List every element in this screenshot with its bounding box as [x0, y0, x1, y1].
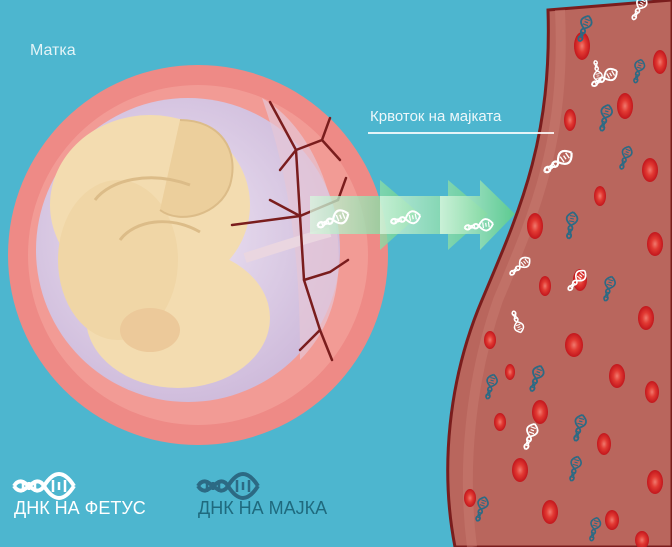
fetal-dna-icon: [14, 474, 74, 498]
legend-fetal-dna-label: ДНК НА ФЕТУС: [14, 498, 146, 519]
red-blood-cell: [532, 400, 548, 424]
red-blood-cell: [653, 50, 667, 74]
red-blood-cell: [539, 276, 551, 296]
maternal-dna-icon: [198, 474, 258, 498]
red-blood-cell: [645, 381, 659, 403]
red-blood-cell: [647, 232, 663, 256]
red-blood-cell: [565, 333, 583, 357]
red-blood-cell: [484, 331, 496, 349]
red-blood-cell: [542, 500, 558, 524]
bloodstream-label-underline: [368, 132, 554, 134]
red-blood-cell: [594, 186, 606, 206]
red-blood-cell: [638, 306, 654, 330]
red-blood-cell: [605, 510, 619, 530]
legend-maternal-dna-label: ДНК НА МАЈКА: [198, 498, 327, 519]
red-blood-cell: [617, 93, 633, 119]
red-blood-cell: [527, 213, 543, 239]
bloodstream-label: Крвоток на мајката: [370, 108, 501, 125]
red-blood-cell: [642, 158, 658, 182]
red-blood-cell: [609, 364, 625, 388]
red-blood-cell: [505, 364, 515, 380]
uterus-label: Матка: [30, 42, 76, 60]
red-blood-cell: [464, 489, 476, 507]
red-blood-cell: [512, 458, 528, 482]
red-blood-cell: [564, 109, 576, 131]
red-blood-cell: [597, 433, 611, 455]
red-blood-cell: [647, 470, 663, 494]
red-blood-cell: [494, 413, 506, 431]
